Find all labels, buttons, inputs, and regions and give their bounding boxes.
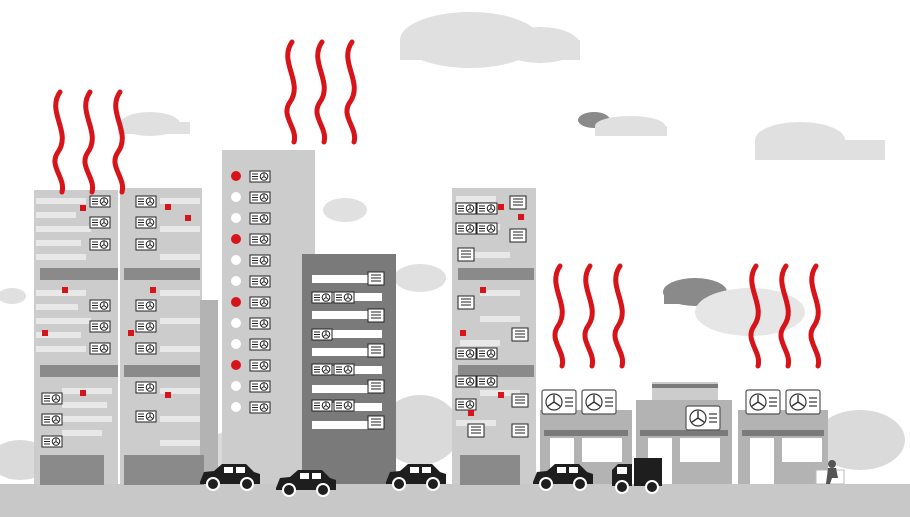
shop-3 [738,389,828,484]
central-tower [222,150,315,484]
truck-icon [612,458,662,494]
right-apartment-building [452,188,536,485]
heat-wave-icon [287,42,355,142]
office-building [302,254,396,484]
left-apartment-building-2 [120,188,218,485]
ground [0,484,910,517]
heat-wave-icon [55,92,123,192]
cloud-icon [663,278,805,336]
heat-wave-icon [555,266,623,366]
cloud-icon [400,12,580,68]
cloud-icon [755,122,885,160]
shop-2 [636,382,732,484]
cloud-icon [578,112,667,136]
person-on-bench-icon [815,460,845,485]
left-apartment-building [34,190,118,485]
cloud-icon [118,112,190,136]
cloud-icon [0,198,446,304]
